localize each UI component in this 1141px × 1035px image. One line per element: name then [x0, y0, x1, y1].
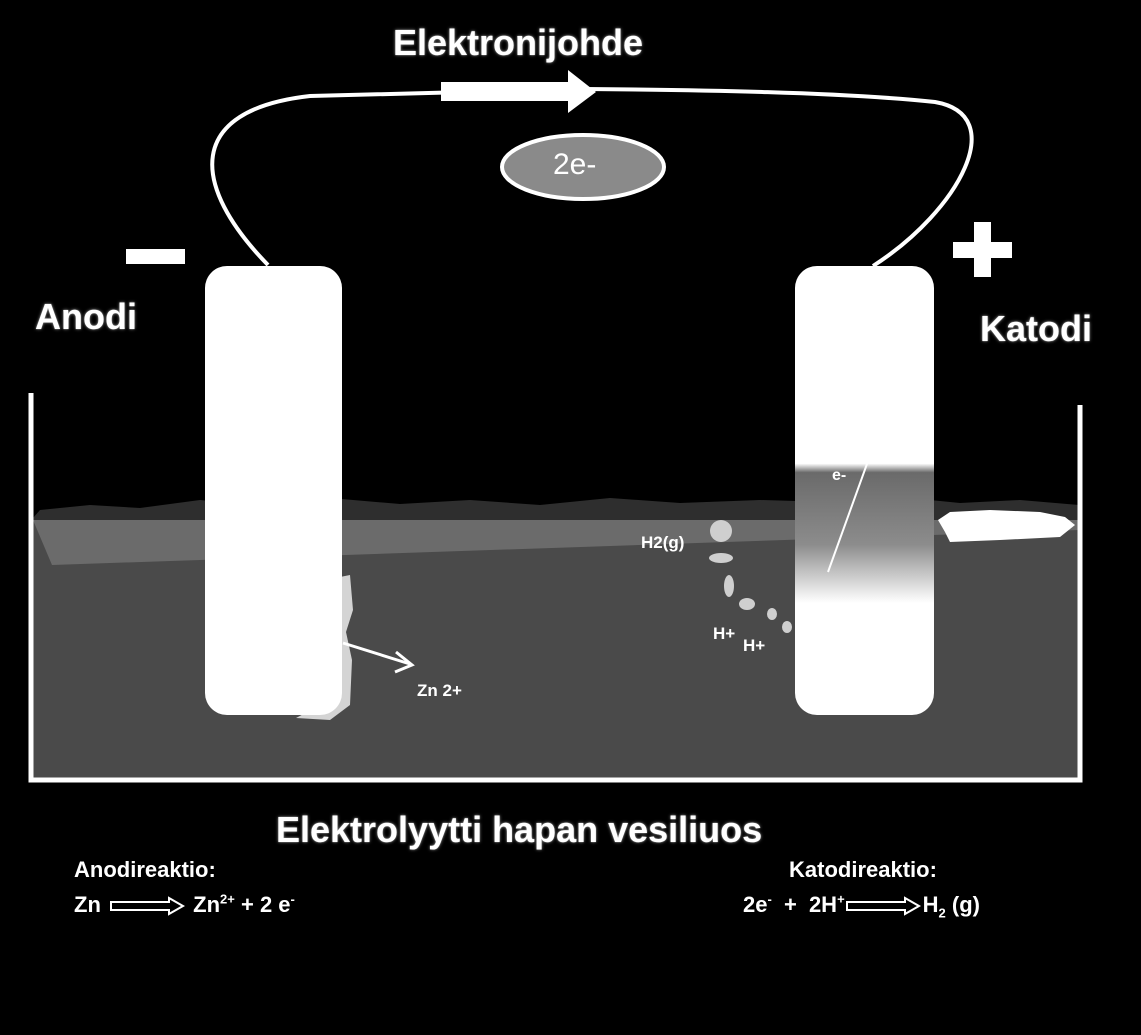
cathode-label: Katodi [980, 308, 1092, 349]
electron-flow-arrow [441, 70, 596, 113]
zinc-ion-label: Zn 2+ [417, 681, 462, 700]
minus-sign-icon [126, 249, 185, 264]
cathode-surface-blob [938, 510, 1075, 542]
cathode-reaction-equation: 2e- + 2H+ H2 (g) [743, 891, 980, 921]
anode-reaction-heading: Anodireaktio: [74, 857, 216, 882]
cathode-reaction-heading: Katodireaktio: [789, 857, 937, 882]
anode-reaction-electrons: + 2 e [240, 892, 291, 917]
proton-label-2: H+ [743, 636, 766, 655]
electrolyte-label: Elektrolyytti hapan vesiliuos [276, 809, 763, 850]
electron-label-2: e- [832, 467, 847, 484]
electron-badge [500, 133, 666, 201]
anode-reaction-charge: 2+ [220, 891, 235, 907]
reaction-arrow-icon [110, 896, 186, 916]
external-wire [210, 86, 974, 268]
anode-label: Anodi [35, 296, 137, 337]
cathode-reaction-plus: + [783, 892, 797, 917]
zinc-ion-arrow [342, 641, 415, 674]
electron-path-line [827, 449, 873, 573]
cathode-reaction-product: H [922, 892, 939, 917]
electron-label-1: e- [832, 432, 847, 449]
cathode-reaction-electrons: 2e [743, 892, 768, 917]
plus-sign-icon [953, 222, 1012, 277]
cathode-reaction-protons: 2H [808, 892, 838, 917]
cathode-reaction-electron-sign: - [767, 891, 772, 907]
anode-reaction-product: Zn [193, 892, 221, 917]
hydrogen-bubbles [709, 520, 792, 633]
cathode-reaction-product-sub: 2 [938, 905, 946, 921]
cathode-reaction-state: (g) [951, 892, 980, 917]
electron-badge-label: 2e- [553, 148, 597, 181]
hydrogen-gas-label: H2(g) [641, 533, 685, 552]
cathode-reaction-proton-sign: + [837, 891, 845, 907]
proton-label-1: H+ [713, 624, 736, 643]
reaction-arrow-icon [845, 896, 921, 916]
anode-electrode [205, 266, 342, 715]
wire-title: Elektronijohde [393, 22, 644, 63]
cathode-electrode [795, 266, 934, 715]
anode-reaction-equation: Zn Zn2+ + 2 e- [74, 892, 295, 918]
anode-reaction-electron-sign: - [290, 891, 295, 907]
anode-reaction-lhs: Zn [74, 892, 101, 917]
beaker [28, 393, 1083, 783]
